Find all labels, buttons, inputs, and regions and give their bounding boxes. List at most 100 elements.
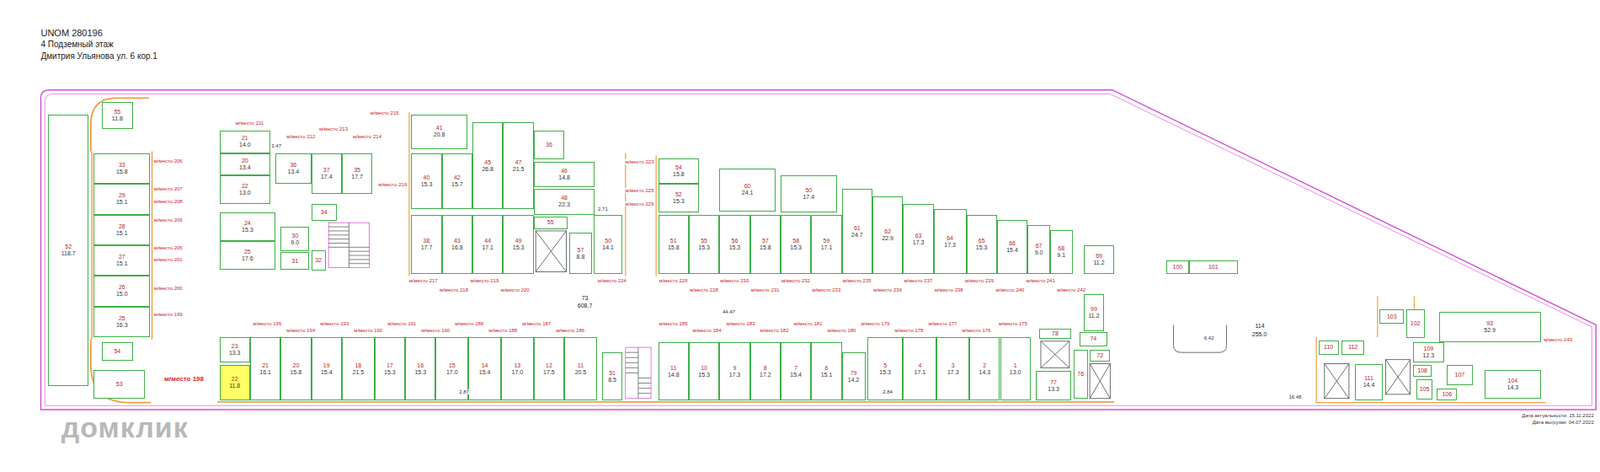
room: 1715.3 — [374, 336, 406, 400]
room-number: 10 — [700, 364, 708, 372]
parking-label: м/место 226 — [658, 277, 689, 283]
room: 7713.3 — [1035, 370, 1072, 400]
room: 715.4 — [780, 341, 811, 400]
parking-label: м/место 242 — [1056, 287, 1087, 293]
parking-label: м/место 223 — [624, 159, 656, 165]
room-number: 111 — [1364, 374, 1374, 382]
room-area: 15.1 — [116, 229, 128, 237]
room: 9911.2 — [1083, 293, 1104, 331]
room: 108 — [1413, 364, 1432, 378]
room: 1114.8 — [658, 341, 689, 400]
dimension-label: 44.47 — [722, 309, 736, 315]
parking-label: м/место 206 — [153, 158, 184, 164]
room-area: 21.5 — [512, 165, 525, 173]
parking-label: м/место 233 — [810, 287, 842, 293]
room-number: 69 — [1095, 252, 1103, 260]
parking-label: м/место 228 — [688, 287, 720, 293]
room: 3717.4 — [311, 153, 342, 194]
room-number: 29 — [118, 192, 126, 199]
room-number: 22 — [241, 182, 249, 190]
room: 78 — [1039, 328, 1072, 339]
parking-label: м/место 193 — [319, 320, 350, 326]
parking-label: м/место 218 — [438, 287, 470, 293]
room-number: 24 — [244, 219, 251, 227]
room-number: 19 — [323, 362, 331, 369]
ramp-outline — [1173, 324, 1227, 352]
room-number: 30 — [291, 232, 299, 240]
room-area: 15.3 — [512, 244, 525, 251]
wall — [217, 400, 1115, 403]
room-number: 15 — [448, 362, 456, 369]
room: 10414.3 — [1484, 369, 1542, 399]
dimension-label: 6.42 — [1204, 335, 1215, 341]
room-number: 43 — [453, 237, 461, 245]
room-number: 2 — [982, 362, 987, 369]
heading-line: Дмитрия Ульянова ул. 6 кор.1 — [40, 52, 157, 61]
room-number: 21 — [241, 134, 249, 142]
parking-label: м/место 177 — [927, 320, 958, 326]
room: 2715.1 — [93, 245, 150, 276]
parking-label: м/место 217 — [408, 277, 439, 283]
parking-label: м/место 192 — [352, 327, 384, 333]
room: 5715.8 — [750, 214, 781, 274]
wall — [1316, 296, 1547, 403]
parking-label: м/место 208 — [153, 198, 184, 204]
room: 6024.1 — [719, 168, 776, 212]
room: 52118.7 — [48, 114, 89, 386]
parking-label: м/место 237 — [902, 277, 934, 283]
parking-label: м/место 180 — [826, 327, 858, 333]
room-number: 5 — [883, 362, 887, 369]
room-number: 47 — [515, 159, 523, 166]
room-area: 15.8 — [667, 244, 680, 251]
area-label: 73 — [581, 294, 589, 301]
room: 4614.8 — [533, 161, 596, 187]
room: 1821.5 — [341, 336, 375, 400]
room-number: 101 — [1208, 263, 1219, 271]
room-number: 12 — [545, 362, 553, 369]
room-number: 57 — [762, 237, 769, 245]
room: 917.3 — [719, 341, 750, 400]
room-number: 65 — [978, 237, 986, 245]
room-number: 110 — [1323, 343, 1334, 351]
room-number: 16 — [416, 362, 424, 369]
room-number: 26 — [118, 283, 126, 291]
room-number: 33 — [118, 161, 126, 169]
area-label: 608.7 — [577, 302, 593, 309]
room: 32 — [311, 250, 326, 271]
room-area: 15.8 — [672, 170, 685, 178]
parking-label: м/место 216 — [377, 181, 408, 187]
room: 113.0 — [1000, 336, 1031, 400]
room: 2516.3 — [93, 306, 150, 337]
room-area: 15.4 — [320, 368, 333, 376]
room-number: 18 — [354, 362, 362, 369]
room: 2013.4 — [219, 153, 272, 176]
room: 317.3 — [936, 336, 970, 400]
room: 5917.1 — [810, 214, 842, 274]
room-number: 72 — [1096, 352, 1104, 359]
room: 5511.8 — [101, 101, 133, 129]
room-number: 20 — [241, 157, 249, 165]
room-number: 55 — [547, 218, 555, 226]
room-area: 15.3 — [698, 371, 710, 379]
room-number: 27 — [118, 253, 126, 261]
room: 214.3 — [969, 336, 1000, 400]
room: 2615.0 — [93, 275, 150, 306]
room: 53 — [93, 369, 145, 399]
watermark: домклик — [61, 412, 189, 442]
wall — [91, 150, 152, 339]
room: 72 — [1089, 349, 1110, 363]
room-number: 52 — [675, 191, 683, 198]
room-area: 24.1 — [741, 189, 754, 197]
room-area: 15.3 — [879, 368, 891, 376]
parking-label: м/место 182 — [759, 327, 790, 333]
parking-label: м/место 184 — [692, 327, 723, 333]
room: 110 — [1318, 340, 1339, 355]
room: 5615.3 — [719, 214, 750, 274]
parking-label: м/место 185 — [658, 320, 689, 326]
room-area: 17.7 — [351, 173, 363, 181]
parking-label: м/место 194 — [285, 327, 316, 333]
room-area: 14.2 — [848, 376, 860, 384]
room-area: 12.3 — [1423, 352, 1435, 359]
parking-label: м/место 231 — [750, 287, 781, 293]
room-number: 36 — [289, 161, 297, 169]
